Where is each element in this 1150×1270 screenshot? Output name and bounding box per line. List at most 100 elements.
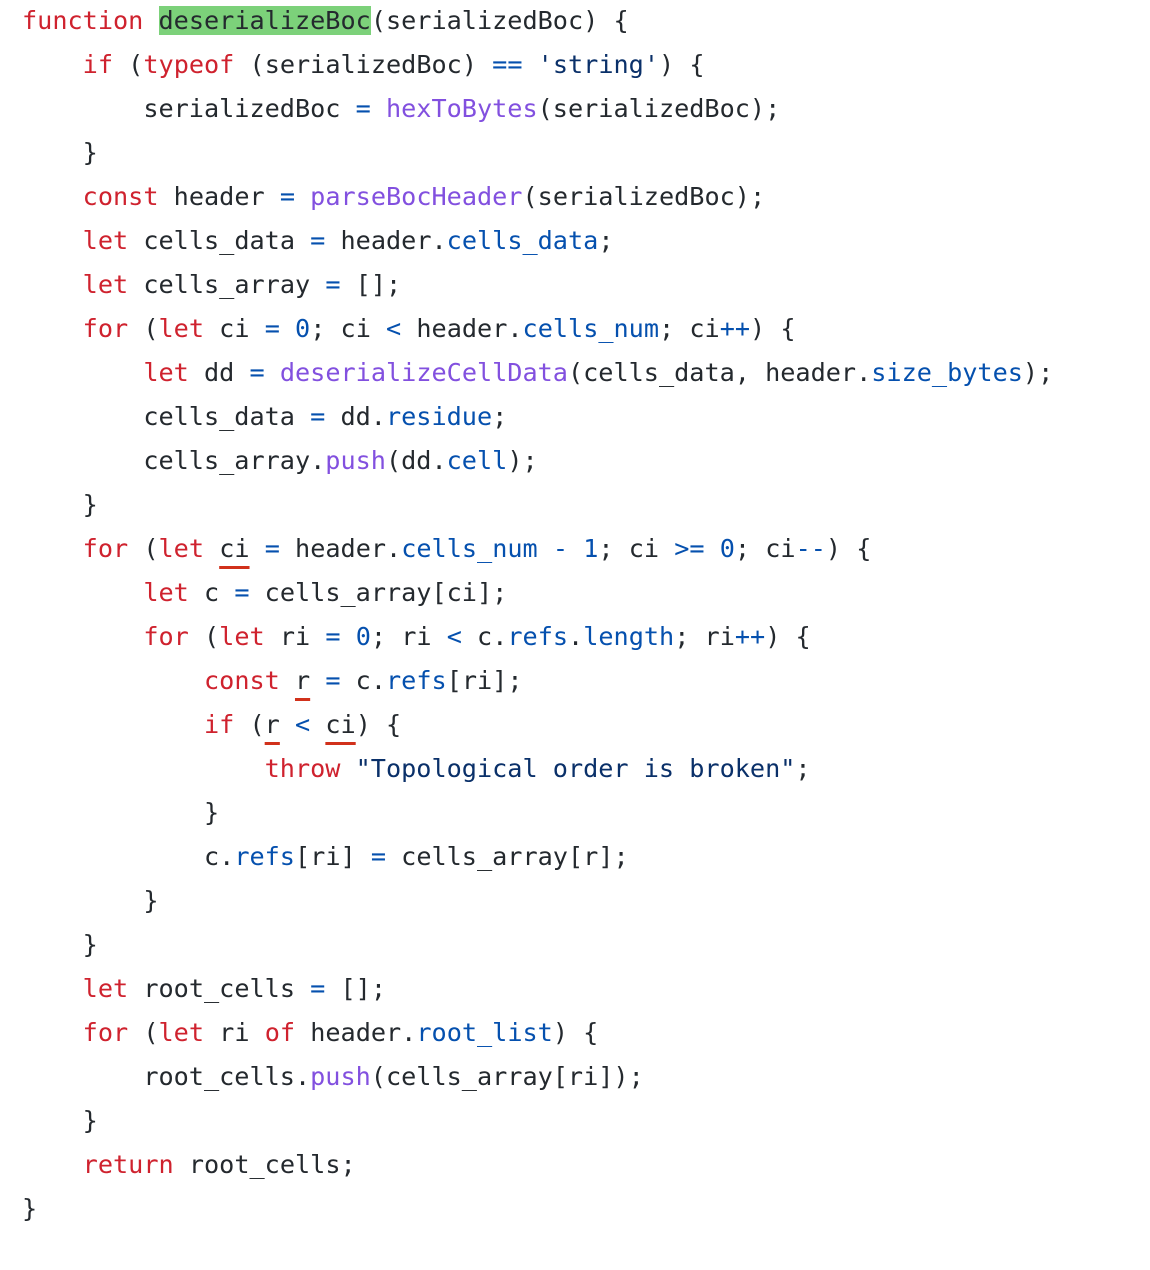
code-text	[22, 754, 265, 783]
code-property: refs	[507, 622, 569, 651]
code-text: header	[158, 182, 280, 211]
code-operator: >=	[674, 534, 705, 563]
code-line: let cells_array = [];	[22, 264, 1053, 308]
code-operator: ==	[492, 50, 523, 79]
code-operator: =	[310, 402, 326, 431]
code-line: serializedBoc = hexToBytes(serializedBoc…	[22, 88, 1053, 132]
code-function: push	[325, 446, 386, 475]
code-text: ;	[795, 754, 811, 783]
code-keyword: if	[82, 50, 114, 79]
code-text	[340, 754, 355, 783]
code-keyword: let	[143, 358, 189, 387]
code-text: [ri]	[294, 842, 371, 871]
code-text	[22, 1150, 83, 1179]
code-keyword: const	[203, 666, 280, 695]
code-text: }	[22, 1106, 98, 1135]
code-text: ) {	[825, 534, 872, 563]
code-text	[538, 534, 553, 563]
code-text: (cells_array[ri]);	[370, 1062, 644, 1091]
code-text	[22, 622, 143, 651]
code-keyword: let	[219, 622, 265, 651]
code-text: }	[22, 930, 98, 959]
code-function: parseBocHeader	[310, 182, 523, 211]
code-text	[22, 358, 143, 387]
code-text: ri	[264, 622, 326, 651]
code-text	[568, 534, 583, 563]
code-text: }	[22, 490, 98, 519]
code-text: c	[188, 578, 235, 607]
code-line: function deserializeBoc(serializedBoc) {	[22, 0, 1053, 44]
code-number: 0	[719, 534, 735, 563]
code-line: for (let ci = 0; ci < header.cells_num; …	[22, 308, 1053, 352]
code-text: (	[188, 622, 220, 651]
code-text	[250, 534, 265, 563]
code-keyword: let	[82, 974, 129, 1003]
code-keyword: let	[158, 534, 205, 563]
code-text	[22, 974, 83, 1003]
code-operator: ++	[719, 314, 751, 343]
code-operator: --	[795, 534, 826, 563]
code-keyword: for	[82, 314, 129, 343]
code-text: cells_array	[128, 270, 326, 299]
code-text	[705, 534, 720, 563]
code-text: root_cells;	[173, 1150, 356, 1179]
code-line: }	[22, 792, 1053, 836]
code-operator: =	[310, 226, 326, 255]
highlighted-function-name: deserializeBoc	[158, 6, 371, 35]
code-text: ) {	[765, 622, 811, 651]
code-line: }	[22, 132, 1053, 176]
code-keyword: let	[143, 578, 189, 607]
code-text: [];	[325, 974, 386, 1003]
code-property: length	[583, 622, 675, 651]
code-keyword: for	[143, 622, 189, 651]
code-text: (serializedBoc);	[522, 182, 766, 211]
code-number: 1	[583, 534, 599, 563]
code-text: c.	[461, 622, 508, 651]
code-text: }	[22, 138, 98, 167]
code-text: cells_data	[22, 402, 311, 431]
code-text	[280, 666, 295, 695]
code-line: }	[22, 924, 1053, 968]
code-keyword: let	[158, 1018, 205, 1047]
code-text: [ri];	[446, 666, 523, 695]
code-line: const r = c.refs[ri];	[22, 660, 1053, 704]
code-line: const header = parseBocHeader(serialized…	[22, 176, 1053, 220]
code-line: throw "Topological order is broken";	[22, 748, 1053, 792]
code-line: }	[22, 1100, 1053, 1144]
code-text: ; ci	[598, 534, 675, 563]
code-function: deserializeCellData	[279, 358, 568, 387]
code-text	[22, 226, 83, 255]
code-text: header.	[325, 226, 447, 255]
code-editor: function deserializeBoc(serializedBoc) {…	[22, 0, 1053, 1232]
code-function: hexToBytes	[385, 94, 538, 123]
underlined-identifier: ci	[219, 534, 250, 563]
code-operator: =	[249, 358, 265, 387]
code-text: cells_array.	[22, 446, 326, 475]
code-text: (	[113, 50, 144, 79]
code-text	[22, 666, 204, 695]
underlined-identifier: r	[294, 666, 311, 695]
code-operator: =	[325, 270, 341, 299]
code-line: root_cells.push(cells_array[ri]);	[22, 1056, 1053, 1100]
code-line: let cells_data = header.cells_data;	[22, 220, 1053, 264]
code-line: let root_cells = [];	[22, 968, 1053, 1012]
code-text	[280, 710, 295, 739]
code-text: }	[22, 798, 220, 827]
code-text	[22, 314, 83, 343]
code-text: (cells_data, header.	[567, 358, 872, 387]
code-line: return root_cells;	[22, 1144, 1053, 1188]
code-text: );	[1022, 358, 1054, 387]
code-line: cells_data = dd.residue;	[22, 396, 1053, 440]
code-text: header.	[401, 314, 523, 343]
code-text	[143, 6, 158, 35]
code-keyword: for	[82, 534, 129, 563]
code-operator: =	[264, 314, 280, 343]
code-text: serializedBoc	[22, 94, 356, 123]
code-keyword: let	[82, 226, 129, 255]
code-line: let dd = deserializeCellData(cells_data,…	[22, 352, 1053, 396]
code-text: cells_array[ci];	[249, 578, 508, 607]
code-line: }	[22, 484, 1053, 528]
code-text: cells_data	[128, 226, 311, 255]
code-text: ; ci	[310, 314, 387, 343]
code-line: if (r < ci) {	[22, 704, 1053, 748]
